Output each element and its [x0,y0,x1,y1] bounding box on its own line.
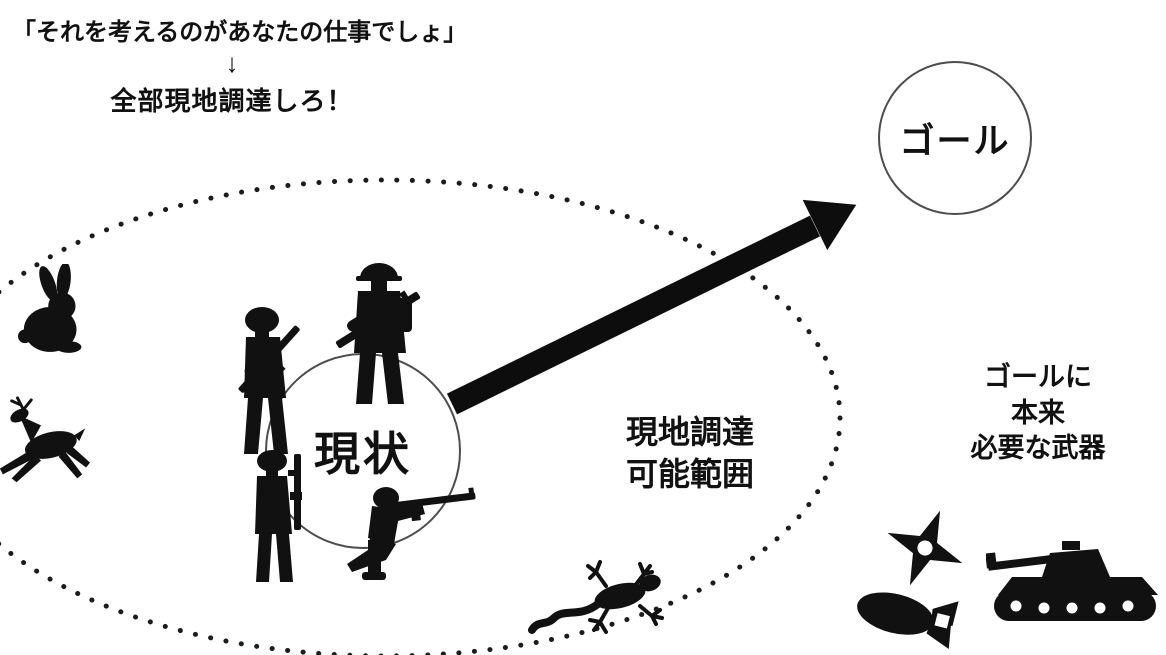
down-arrow-icon: ↓ [225,48,239,78]
soldier-guard-icon [238,448,314,584]
procurement-range-line1: 現地調達 [625,414,754,450]
lizard-icon [528,556,674,648]
procurement-range-line2: 可能範囲 [625,455,754,492]
quote-text: 「それを考えるのがあなたの仕事でしょ」 [12,19,468,46]
rabbit-icon [18,264,96,354]
command-text: 全部現地調達しろ！ [110,85,354,116]
goal-label: ゴール [899,121,1011,161]
deer-icon [0,396,92,494]
needed-weapons-line3: 必要な武器 [970,433,1106,464]
needed-weapons-line2: 本来 [1011,397,1065,428]
bomb-icon [850,576,968,654]
current-state-label: 現状 [314,428,412,480]
goal-node: ゴール [878,61,1032,215]
needed-weapons-line1: ゴールに [984,362,1092,392]
soldier-kneeling-icon [330,476,478,582]
quote-block: 「それを考えるのがあなたの仕事でしょ」 ↓ 全部現地調達しろ！ [12,12,468,118]
tank-icon [986,533,1162,627]
needed-weapons-label: ゴールに 本来 必要な武器 [946,360,1130,467]
procurement-range-label: 現地調達 可能範囲 [578,412,802,495]
soldier-aiming-icon [218,304,310,456]
soldier-rifle-icon [322,258,434,406]
